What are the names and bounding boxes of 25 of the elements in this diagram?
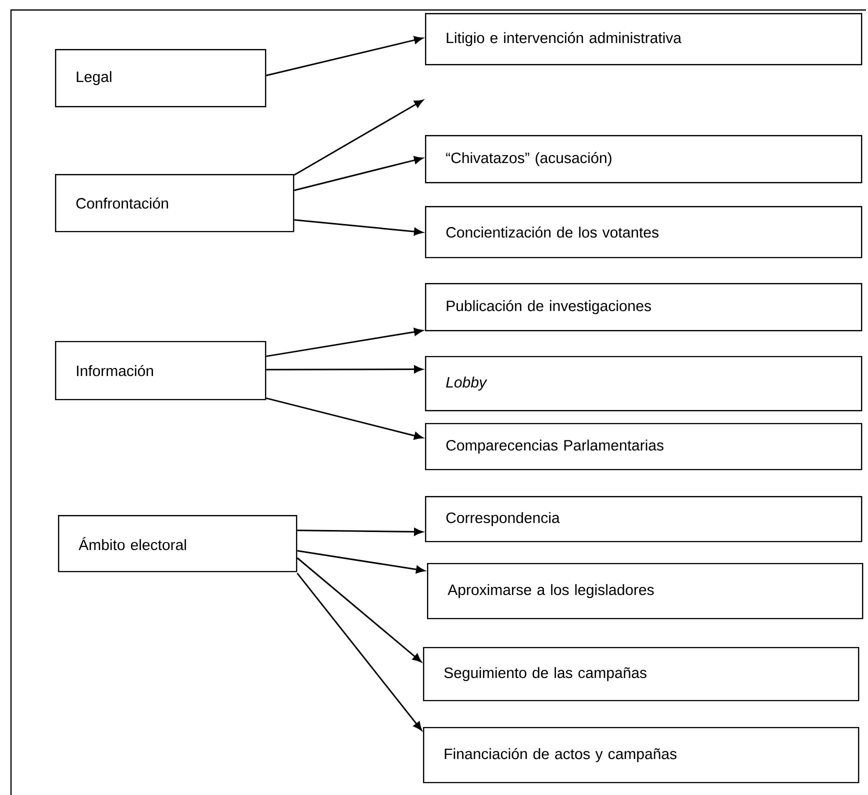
arrow <box>294 156 423 192</box>
item-box: Publicación de investigaciones <box>425 282 862 332</box>
arrow <box>266 328 423 358</box>
category-box: Confrontación <box>55 174 294 232</box>
item-box: Concientización de los votantes <box>425 206 862 258</box>
item-box: Financiación de actos y campañas <box>423 726 860 784</box>
category-box: Legal <box>55 49 266 108</box>
arrow <box>297 528 423 536</box>
arrow <box>294 100 424 176</box>
item-box: Correspondencia <box>425 496 862 542</box>
item-box: “Chivatazos” (acusación) <box>425 135 862 184</box>
arrow <box>297 550 425 574</box>
item-box: Litigio e intervención administrativa <box>425 13 862 66</box>
item-box: Aproximarse a los legisladores <box>427 562 864 620</box>
arrow <box>294 219 423 236</box>
category-box: Información <box>55 340 266 400</box>
arrow <box>296 572 422 731</box>
item-box: Seguimiento de las campañas <box>423 646 860 702</box>
item-box: Comparecencias Parlamentarias <box>425 422 862 470</box>
item-box: Lobby <box>425 356 862 412</box>
arrow <box>266 397 423 440</box>
arrow <box>266 365 423 374</box>
arrow <box>296 557 422 662</box>
arrow <box>266 36 423 76</box>
category-box: Ámbito electoral <box>58 515 298 572</box>
